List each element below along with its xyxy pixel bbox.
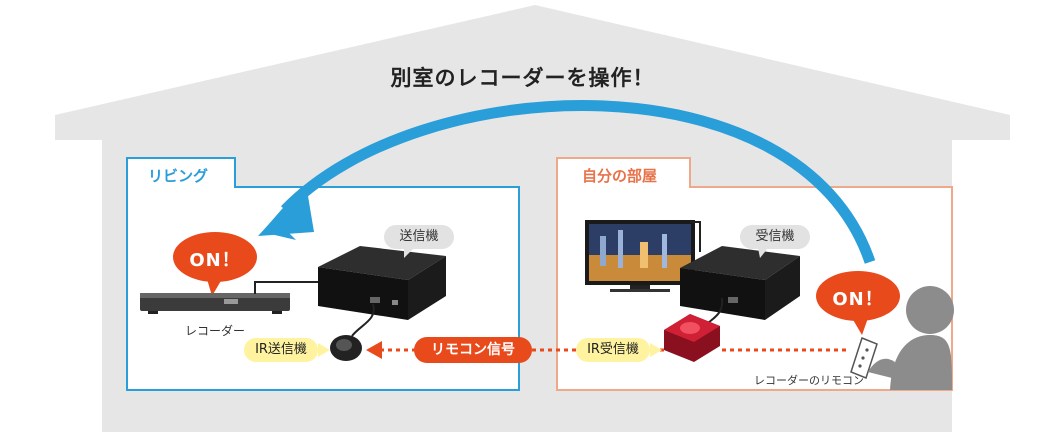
living-room-label: リビング — [148, 167, 209, 185]
ir-transmitter-device — [330, 335, 362, 361]
tv-device — [585, 220, 695, 292]
remote-control-device — [850, 337, 895, 379]
recorder-device — [140, 293, 290, 314]
recorder-remote-label: レコーダーのリモコン — [754, 374, 864, 387]
recorder-label: レコーダー — [184, 324, 245, 338]
ir-receiver-label: IR受信機 — [576, 338, 650, 362]
page-title: 別室のレコーダーを操作！ — [390, 66, 655, 90]
on-text-right: ON！ — [832, 289, 884, 310]
my-room-label: 自分の部屋 — [582, 167, 658, 185]
remote-signal-label: リモコン信号 — [414, 337, 532, 363]
receiver-bubble: 受信機 — [740, 225, 810, 249]
ir-receiver-device — [664, 314, 720, 362]
on-bubble-right — [816, 271, 900, 335]
receiver-device — [680, 246, 800, 320]
person-silhouette — [890, 286, 954, 390]
signal-arrowhead — [366, 341, 382, 359]
transmitter-device — [318, 246, 446, 320]
on-bubble-left — [173, 232, 257, 296]
control-arc-arrow — [281, 100, 876, 264]
transmitter-bubble: 送信機 — [384, 225, 454, 249]
on-text-left: ON！ — [189, 250, 241, 271]
ir-transmitter-label: IR送信機 — [244, 338, 318, 362]
